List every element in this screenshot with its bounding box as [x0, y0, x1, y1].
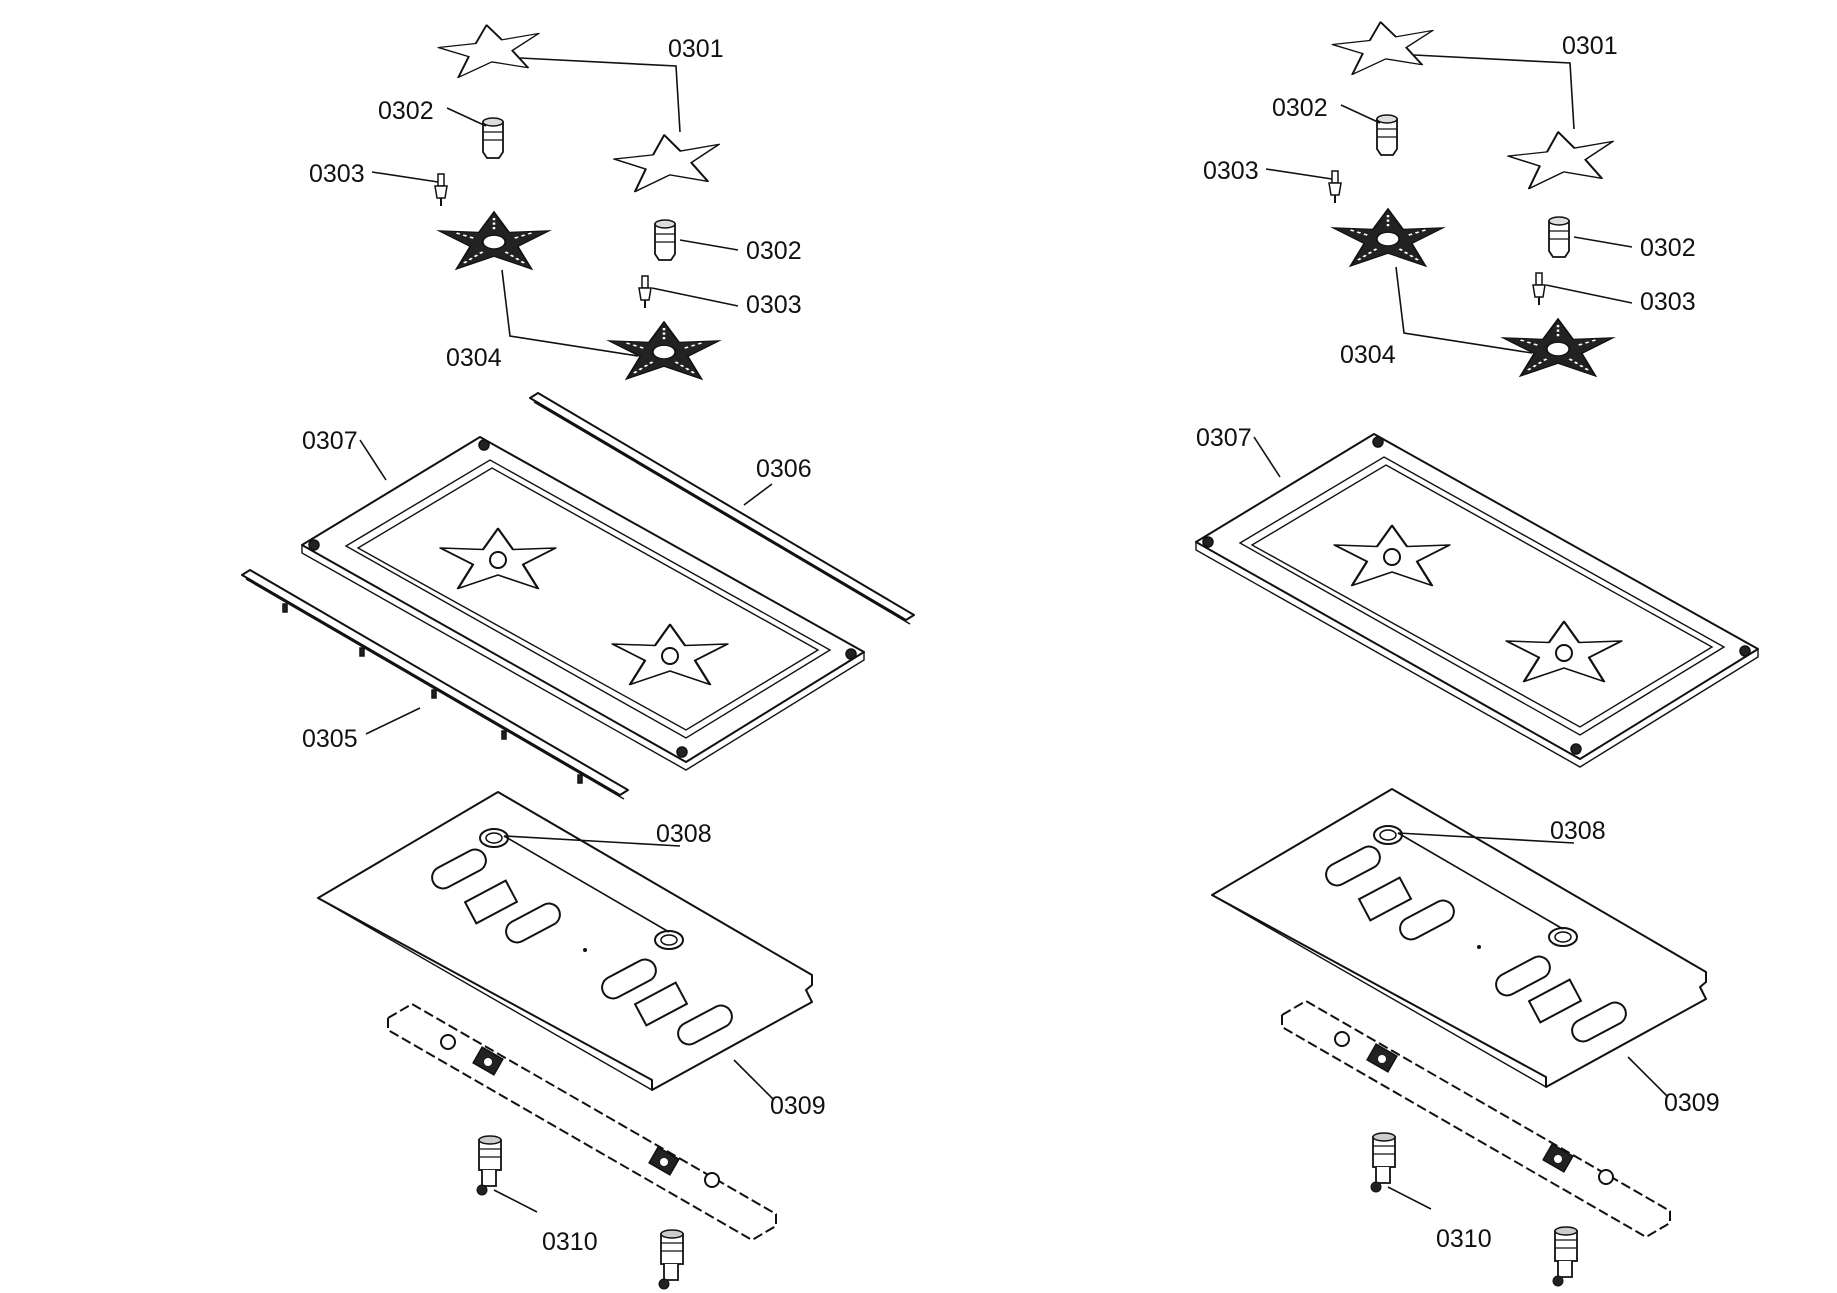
burner-body-0304-right-r [1501, 317, 1615, 378]
flame-spreader-0302-left-r [1376, 114, 1398, 156]
flame-spreader-0302-right-r [1548, 216, 1570, 258]
injector-0303-left-r [1328, 170, 1342, 204]
label-0304-right: 0304 [1340, 341, 1396, 369]
hob-plate-0307-r [1195, 433, 1759, 768]
valve-0310-left [476, 1135, 502, 1196]
left-assembly: 0301 0302 0303 0302 0303 0304 0307 0306 … [241, 16, 915, 1290]
label-0308-left: 0308 [656, 820, 712, 848]
burner-body-0304-right [607, 320, 721, 381]
injector-0303-left [434, 173, 448, 207]
base-plate-0309 [317, 791, 813, 1091]
injector-0303-right-r [1532, 272, 1546, 306]
valve-0310-right [658, 1229, 684, 1290]
label-0303-right-a: 0303 [1203, 157, 1259, 185]
injector-0303-right [638, 275, 652, 309]
base-plate-0309-r [1211, 788, 1707, 1088]
label-0304-left: 0304 [446, 344, 502, 372]
label-0309-left: 0309 [770, 1092, 826, 1120]
label-0310-right: 0310 [1436, 1225, 1492, 1253]
burner-cap-0301-top [435, 16, 545, 81]
label-0302-left-a: 0302 [378, 97, 434, 125]
side-rail-0306 [529, 392, 915, 625]
gas-rail [387, 1003, 777, 1241]
hob-plate-0307 [301, 436, 865, 771]
valve-0310-left-r [1370, 1132, 1396, 1193]
label-0306-left: 0306 [756, 455, 812, 483]
burner-body-0304-left [437, 210, 551, 271]
burner-cap-0301-top-r [1329, 13, 1439, 78]
label-0307-right: 0307 [1196, 424, 1252, 452]
valve-0310-right-r [1552, 1226, 1578, 1287]
flame-spreader-0302-left [482, 117, 504, 159]
flame-spreader-0302-right [654, 219, 676, 261]
gas-rail-r [1281, 1000, 1671, 1238]
burner-cap-0301-right [610, 126, 725, 195]
leader-lines-left [359, 57, 775, 1213]
label-0302-left-b: 0302 [746, 237, 802, 265]
burner-cap-0301-right-r [1504, 123, 1619, 192]
right-assembly: 0301 0302 0303 0302 0303 0304 0307 0308 … [1195, 13, 1759, 1287]
label-0302-right-b: 0302 [1640, 234, 1696, 262]
leader-lines-right [1253, 54, 1669, 1210]
label-0309-right: 0309 [1664, 1089, 1720, 1117]
label-0303-left-b: 0303 [746, 291, 802, 319]
label-0310-left: 0310 [542, 1228, 598, 1256]
label-0307-left: 0307 [302, 427, 358, 455]
label-0303-right-b: 0303 [1640, 288, 1696, 316]
label-0302-right-a: 0302 [1272, 94, 1328, 122]
label-0301-right: 0301 [1562, 32, 1618, 60]
label-0308-right: 0308 [1550, 817, 1606, 845]
burner-body-0304-left-r [1331, 207, 1445, 268]
label-0303-left-a: 0303 [309, 160, 365, 188]
label-0301-left: 0301 [668, 35, 724, 63]
label-0305-left: 0305 [302, 725, 358, 753]
side-rail-0305 [241, 569, 629, 800]
